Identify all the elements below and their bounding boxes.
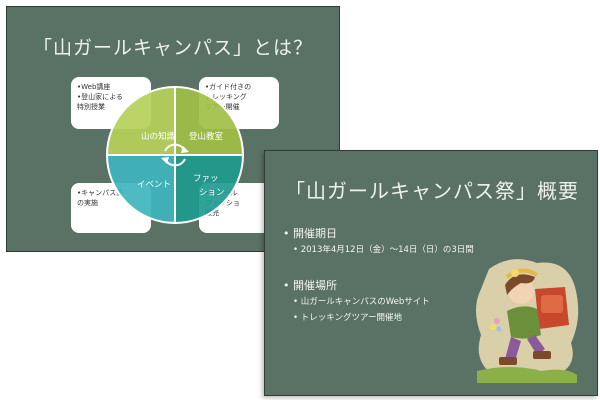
section-item: • 2013年4月12日（金）～14日（日）の3日間 bbox=[293, 245, 474, 255]
section-item: • トレッキングツアー開催地 bbox=[293, 313, 402, 323]
box-line: •Web講座 bbox=[77, 83, 111, 91]
box-line: •キャンパス祭 bbox=[77, 189, 124, 197]
section-heading: • 開催場所 bbox=[283, 279, 337, 292]
box-line: の実施 bbox=[77, 199, 98, 207]
slide-thumbnail-1[interactable]: 「山ガールキャンパス」とは？ •Web講座 •登山家による 特別授業 •ガイド付… bbox=[6, 6, 340, 252]
arrowhead-icon bbox=[181, 146, 189, 153]
arrowhead-icon bbox=[161, 157, 169, 164]
box-line: 特別授業 bbox=[77, 103, 105, 111]
cycle-diagram: 山の知識 登山教室 イベント ファッ ション bbox=[105, 85, 245, 225]
segment-top-right bbox=[174, 85, 245, 156]
slide2-title: 「山ガールキャンパス祭」概要 bbox=[285, 179, 579, 203]
section-heading: • 開催期日 bbox=[283, 227, 337, 240]
segment-label: 登山教室 bbox=[189, 131, 224, 142]
box-line: •ガイド付きの bbox=[205, 83, 252, 91]
segment-label: ファッ bbox=[193, 174, 219, 184]
section-item: • 山ガールキャンパスのWebサイト bbox=[293, 297, 430, 307]
slide1-title: 「山ガールキャンパス」とは？ bbox=[33, 37, 314, 59]
box-line: トレッキング bbox=[205, 93, 247, 101]
segment-label: 山の知識 bbox=[141, 131, 176, 142]
segment-bottom-left bbox=[105, 154, 176, 225]
hiker-girl-illustration bbox=[476, 259, 579, 383]
slide-thumbnail-2[interactable]: 「山ガールキャンパス祭」概要 • 開催期日 • 2013年4月12日（金）～14… bbox=[264, 150, 598, 396]
segment-bottom-right bbox=[174, 154, 245, 225]
box-line: •登山家による bbox=[77, 93, 123, 101]
segment-top-left bbox=[105, 85, 176, 156]
segment-label: イベント bbox=[137, 180, 171, 190]
segment-label: ション bbox=[199, 188, 225, 198]
